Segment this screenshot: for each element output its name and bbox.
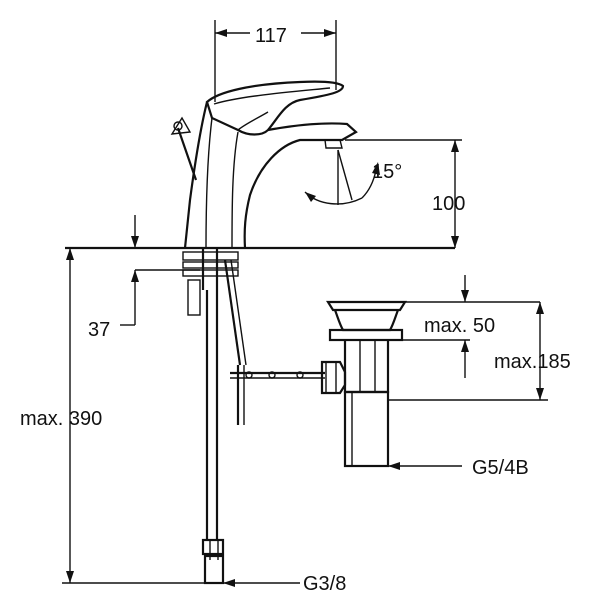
dim-deck-thickness-label: 37 xyxy=(88,319,110,341)
dim-max-height xyxy=(62,248,205,584)
popup-linkage xyxy=(223,259,325,425)
dim-spout-height-label: 100 xyxy=(432,193,465,215)
popup-waste xyxy=(320,300,407,468)
dim-spout-height xyxy=(345,139,462,248)
dim-spout-width-label: 117 xyxy=(255,25,287,47)
dim-waste-thread-label: G5/4B xyxy=(472,457,529,479)
dim-supply-thread-label: G3/8 xyxy=(303,573,346,595)
dim-spout-width xyxy=(214,20,337,102)
dim-max-height-label: max. 390 xyxy=(20,408,102,430)
dim-spout-angle-label: 15° xyxy=(372,161,402,183)
dim-deck-thickness xyxy=(120,215,139,326)
mounting-shank xyxy=(182,248,300,587)
dim-popup-lift xyxy=(395,275,540,378)
faucet-body xyxy=(170,80,358,249)
dim-waste-depth-label: max.185 xyxy=(494,351,571,373)
deck-surface xyxy=(65,246,455,271)
dim-waste-thread xyxy=(345,462,462,470)
dim-waste-depth xyxy=(388,302,548,401)
dim-spout-angle xyxy=(304,149,380,205)
dim-popup-lift-label: max. 50 xyxy=(424,315,495,337)
